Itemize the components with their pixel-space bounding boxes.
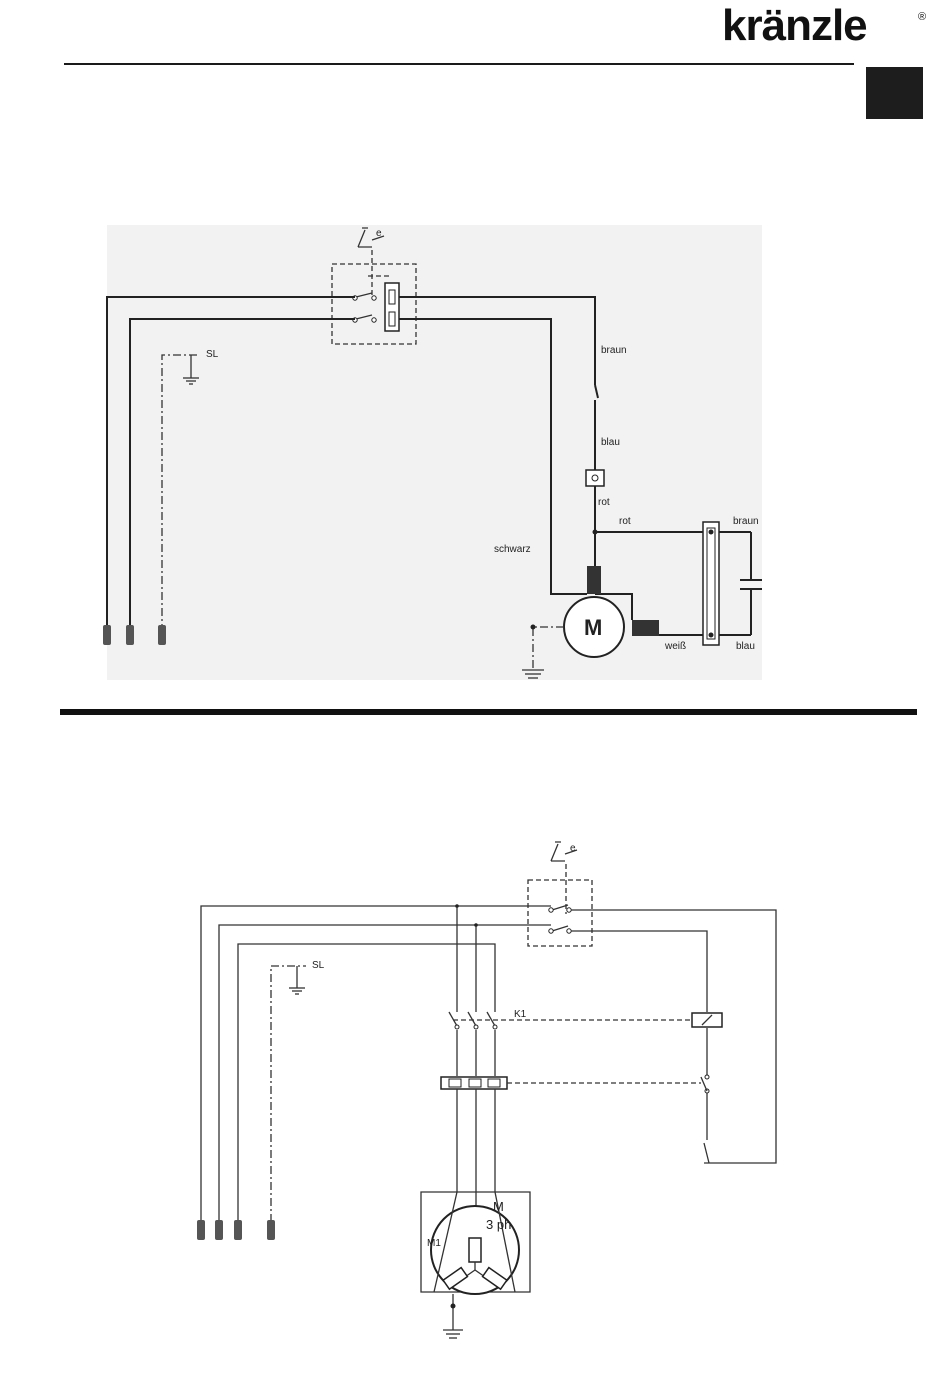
motor-id-label: M1 (427, 1238, 441, 1249)
three-phase-mains-wires (201, 904, 776, 1222)
contactor-k1 (449, 1012, 722, 1029)
contactor-label: K1 (514, 1009, 527, 1020)
motor-label-3ph: M (493, 1199, 504, 1214)
svg-text:e: e (570, 843, 576, 854)
motor-type-label: 3 ph (486, 1217, 511, 1232)
plug-terminals-3ph (197, 1220, 275, 1240)
overload-relay (441, 1030, 709, 1093)
pressure-switch-actuator-3ph: e (551, 842, 577, 914)
pressure-switch-box-3ph (528, 880, 592, 946)
pressure-switch-contacts-3ph (549, 905, 571, 933)
earth-line-3ph (271, 966, 306, 1222)
motor-three-phase (421, 1089, 530, 1338)
earth-label-3ph: SL (312, 960, 325, 971)
